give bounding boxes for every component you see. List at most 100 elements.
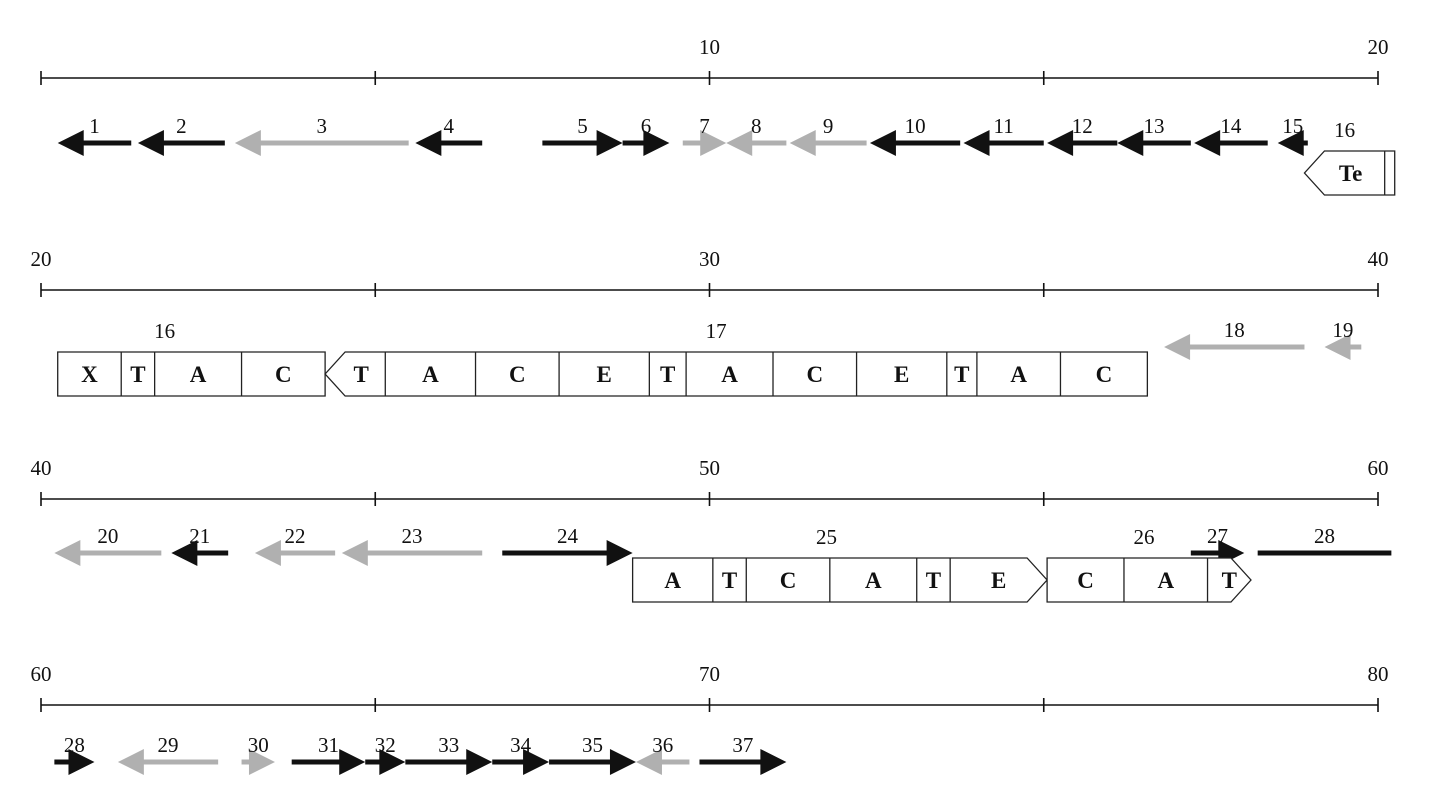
- gene-box-segment-text: X: [81, 362, 98, 387]
- gene-box-segment-text: C: [1096, 362, 1113, 387]
- gene-arrow: [789, 130, 867, 156]
- scale-tick-label: 30: [699, 247, 720, 271]
- gene-label: 12: [1072, 114, 1093, 138]
- gene-arrow: [341, 540, 483, 566]
- gene-arrow: [254, 540, 336, 566]
- scale-tick-label: 80: [1368, 662, 1389, 686]
- gene-arrow: [171, 540, 229, 566]
- gene-arrow: [869, 130, 961, 156]
- gene-box-segment-text: C: [1077, 568, 1094, 593]
- scale-tick-label: 60: [1368, 456, 1389, 480]
- gene-box-segment-text: T: [130, 362, 145, 387]
- gene-arrow: [492, 749, 550, 775]
- scale-tick-label: 20: [1368, 35, 1389, 59]
- gene-label: 37: [732, 733, 753, 757]
- gene-label: 31: [318, 733, 339, 757]
- gene-box: [324, 351, 1149, 397]
- gene-arrow: [54, 749, 95, 775]
- gene-arrow: [963, 130, 1044, 156]
- gene-label: 21: [189, 524, 210, 548]
- gene-label: 8: [751, 114, 762, 138]
- gene-label: 23: [402, 524, 423, 548]
- gene-arrow: [1164, 334, 1305, 360]
- gene-label: 18: [1224, 318, 1245, 342]
- gene-label: 5: [577, 114, 588, 138]
- gene-label: 36: [652, 733, 673, 757]
- gene-label: 20: [97, 524, 118, 548]
- gene-label: 27: [1207, 524, 1228, 548]
- gene-box-label: 16: [1334, 118, 1355, 142]
- gene-box-segment-text: A: [721, 362, 738, 387]
- gene-arrow: [699, 749, 787, 775]
- gene-arrow: [549, 749, 636, 775]
- gene-label: 32: [375, 733, 396, 757]
- gene-arrow: [291, 749, 366, 775]
- gene-label: 14: [1220, 114, 1242, 138]
- gene-box: [1303, 150, 1396, 196]
- scale-tick-label: 60: [31, 662, 52, 686]
- gene-box-segment-text: T: [354, 362, 369, 387]
- gene-label: 34: [510, 733, 532, 757]
- gene-label: 24: [557, 524, 579, 548]
- gene-label: 13: [1144, 114, 1165, 138]
- gene-arrow: [1117, 130, 1191, 156]
- gene-box-segment-text: A: [664, 568, 681, 593]
- gene-arrow: [365, 749, 406, 775]
- gene-box-segment-text: T: [660, 362, 675, 387]
- gene-label: 2: [176, 114, 187, 138]
- gene-label: 3: [317, 114, 328, 138]
- gene-box-segment-text: C: [509, 362, 526, 387]
- gene-label: 30: [248, 733, 269, 757]
- scale-tick-label: 50: [699, 456, 720, 480]
- gene-box-segment-text: A: [190, 362, 207, 387]
- gene-label: 28: [1314, 524, 1335, 548]
- gene-label: 11: [994, 114, 1014, 138]
- gene-arrow: [1257, 550, 1392, 556]
- gene-arrow: [117, 749, 219, 775]
- gene-label: 15: [1282, 114, 1303, 138]
- scale-tick-label: 40: [1368, 247, 1389, 271]
- gene-box-label: 16: [154, 319, 175, 343]
- scale-tick-label: 10: [699, 35, 720, 59]
- gene-arrow: [54, 540, 162, 566]
- gene-arrow: [137, 130, 225, 156]
- gene-arrow: [234, 130, 409, 156]
- gene-label: 28: [64, 733, 85, 757]
- gene-box-segment-text: T: [926, 568, 941, 593]
- gene-label: 35: [582, 733, 603, 757]
- scale-tick-label: 20: [31, 247, 52, 271]
- gene-box: [1046, 557, 1252, 603]
- scale-tick-label: 70: [699, 662, 720, 686]
- gene-box-segment-text: T: [954, 362, 969, 387]
- gene-arrow: [415, 130, 483, 156]
- gene-label: 6: [641, 114, 652, 138]
- gene-label: 33: [438, 733, 459, 757]
- gene-arrow: [502, 540, 633, 566]
- gene-box: [631, 557, 1048, 603]
- gene-box-segment-text: A: [1010, 362, 1027, 387]
- gene-box-segment-text: T: [722, 568, 737, 593]
- gene-box-label: 25: [816, 525, 837, 549]
- gene-arrow: [1324, 334, 1362, 360]
- gene-label: 9: [823, 114, 834, 138]
- gene-label: 19: [1332, 318, 1353, 342]
- gene-box-segment-text: T: [1222, 568, 1237, 593]
- gene-box: [57, 351, 326, 397]
- gene-box-label: 26: [1134, 525, 1155, 549]
- gene-box-segment-text: A: [865, 568, 882, 593]
- gene-arrow: [682, 130, 727, 156]
- gene-box-segment-text: E: [597, 362, 612, 387]
- gene-arrow: [635, 749, 690, 775]
- gene-arrow: [542, 130, 623, 156]
- gene-arrow: [622, 130, 670, 156]
- gene-box-segment-text: C: [275, 362, 292, 387]
- gene-arrow: [1047, 130, 1118, 156]
- gene-box-label: 17: [706, 319, 727, 343]
- gene-label: 29: [158, 733, 179, 757]
- gene-label: 7: [699, 114, 710, 138]
- gene-label: 1: [89, 114, 100, 138]
- gene-box-segment-text: E: [894, 362, 909, 387]
- gene-label: 10: [905, 114, 926, 138]
